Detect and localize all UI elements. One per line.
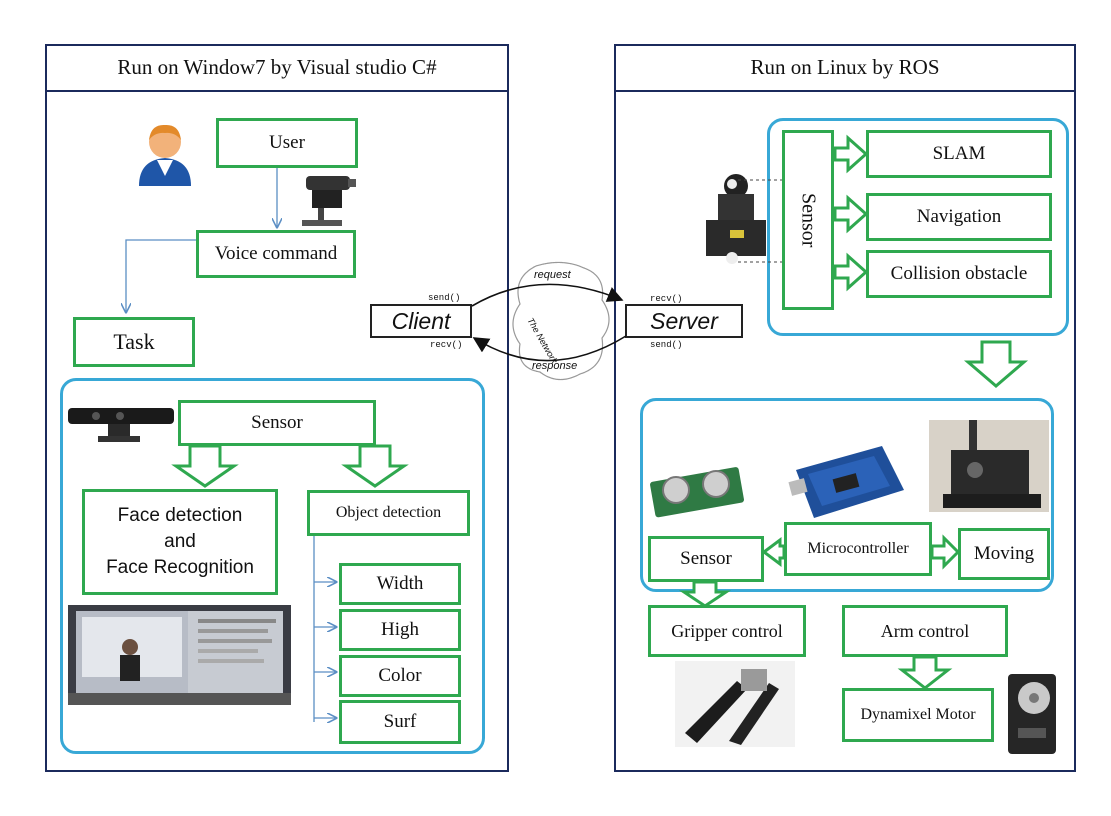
arm-control-box: Arm control (842, 605, 1008, 657)
surf-box: Surf (339, 700, 461, 744)
face-detection-line1: Face detection (117, 505, 243, 527)
microcontroller-box: Microcontroller (784, 522, 932, 576)
right-top-group (767, 118, 1069, 336)
network-cloud (506, 258, 618, 386)
dynamixel-motor-icon (1002, 670, 1062, 760)
robot-photo (929, 420, 1049, 512)
ultrasonic-sensor-icon (650, 460, 746, 518)
right-sensor-vertical-box: Sensor (782, 130, 834, 310)
lidar-sensor-icon (700, 172, 772, 268)
right-sensor-box: Sensor (648, 536, 764, 582)
face-detection-line3: Face Recognition (106, 556, 254, 578)
user-avatar-icon (135, 120, 195, 186)
kinect-sensor-icon (66, 404, 178, 448)
request-label: request (534, 269, 571, 281)
left-panel-title: Run on Window7 by Visual studio C# (45, 44, 509, 92)
gripper-control-box: Gripper control (648, 605, 806, 657)
server-recv-label: recv() (650, 294, 683, 304)
right-panel (614, 44, 1076, 772)
response-label: response (532, 360, 578, 372)
right-bottom-group (640, 398, 1054, 592)
moving-box: Moving (958, 528, 1050, 580)
voice-command-box: Voice command (196, 230, 356, 278)
server-box: Server (625, 304, 743, 338)
gripper-photo (675, 661, 795, 747)
left-sensor-box: Sensor (178, 400, 376, 446)
high-box: High (339, 609, 461, 651)
task-box: Task (73, 317, 195, 367)
collision-obstacle-box: Collision obstacle (866, 250, 1052, 298)
object-detection-box: Object detection (307, 490, 470, 536)
client-send-label: send() (428, 293, 461, 303)
face-detection-box: Face detection and Face Recognition (82, 489, 278, 595)
client-recv-label: recv() (430, 340, 463, 350)
server-send-label: send() (650, 340, 683, 350)
right-sensor-vertical-label: Sensor (797, 192, 820, 248)
right-panel-title: Run on Linux by ROS (614, 44, 1076, 92)
microcontroller-board-icon (786, 440, 908, 522)
microphone-icon (288, 170, 360, 228)
width-box: Width (339, 563, 461, 605)
color-box: Color (339, 655, 461, 697)
left-panel (45, 44, 509, 772)
face-recognition-photo (68, 605, 291, 705)
slam-box: SLAM (866, 130, 1052, 178)
client-box: Client (370, 304, 472, 338)
face-detection-line2: and (164, 531, 196, 553)
navigation-box: Navigation (866, 193, 1052, 241)
dynamixel-motor-box: Dynamixel Motor (842, 688, 994, 742)
user-box: User (216, 118, 358, 168)
left-sensor-group (60, 378, 485, 754)
